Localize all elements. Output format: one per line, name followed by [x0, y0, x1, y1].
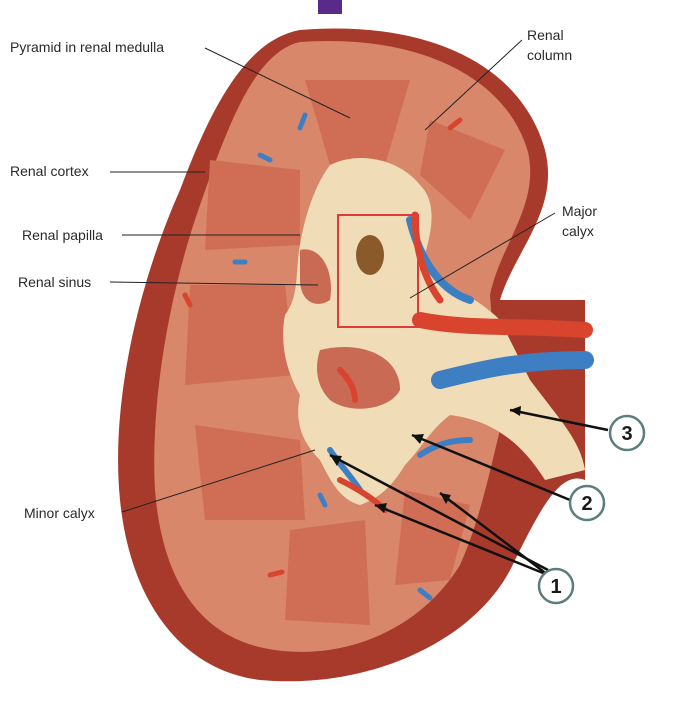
leader-minor-calyx [121, 449, 316, 513]
artery-mark [182, 292, 193, 308]
highlight-box [337, 214, 419, 328]
marker-1-number: 1 [550, 576, 561, 598]
pyramid [195, 425, 305, 520]
pyramid [205, 160, 300, 250]
arrowhead [375, 503, 387, 513]
marker-2: 2 [568, 484, 606, 522]
marker-3: 3 [608, 414, 646, 452]
pyramid [305, 80, 410, 165]
arrowhead [330, 455, 342, 466]
pyramid [285, 520, 370, 625]
renal-artery [412, 312, 593, 338]
sinus-pocket [317, 346, 400, 409]
vein-mark [417, 587, 433, 601]
arrow-3 [509, 408, 609, 432]
marker-1-ring [537, 567, 575, 605]
label-renal-sinus: Renal sinus [18, 274, 91, 290]
leader-lines [109, 39, 556, 513]
artery-branch [411, 211, 444, 304]
arrowhead [510, 406, 521, 416]
label-major-calyx-2: calyx [562, 223, 594, 239]
leader-renal-column [424, 39, 523, 131]
label-minor-calyx: Minor calyx [24, 505, 95, 521]
artery-mark [267, 569, 285, 578]
vein-mark [317, 492, 328, 508]
marker-3-ring [608, 414, 646, 452]
arrow-1b [374, 503, 549, 577]
label-renal-papilla: Renal papilla [22, 227, 103, 243]
label-renal-cortex: Renal cortex [10, 163, 89, 179]
vein-mark [297, 112, 308, 131]
sinus-cavity [356, 235, 384, 275]
arrowheads [330, 406, 521, 513]
pyramid [185, 285, 295, 385]
header-sliver [318, 0, 342, 14]
vein-branch [417, 437, 473, 458]
pyramid [395, 490, 470, 585]
arrow-2 [411, 433, 571, 502]
pyramid [420, 120, 505, 220]
marker-2-number: 2 [581, 493, 592, 515]
artery-branch [337, 367, 358, 403]
arrow-1c [439, 492, 549, 576]
leader-pyramid [204, 47, 351, 119]
leader-renal-sinus [109, 281, 319, 286]
label-renal-column-1: Renal [527, 27, 564, 43]
arrowhead [412, 434, 424, 444]
arrow-1a [329, 453, 549, 572]
label-pyramid: Pyramid in renal medulla [10, 39, 164, 55]
artery-mark [447, 117, 463, 131]
label-renal-column-2: column [527, 47, 572, 63]
arrowhead [440, 493, 451, 504]
sinus-pocket [300, 249, 331, 304]
vessel-marks [182, 112, 463, 601]
marker-2-ring [568, 484, 606, 522]
marker-1: 1 [537, 567, 575, 605]
pyramids [185, 80, 505, 625]
renal-vein [431, 351, 594, 389]
leader-major-calyx [409, 212, 556, 299]
marker-arrows [329, 408, 609, 577]
marker-3-number: 3 [621, 423, 632, 445]
vein-mark [257, 152, 273, 163]
label-major-calyx-1: Major [562, 203, 597, 219]
